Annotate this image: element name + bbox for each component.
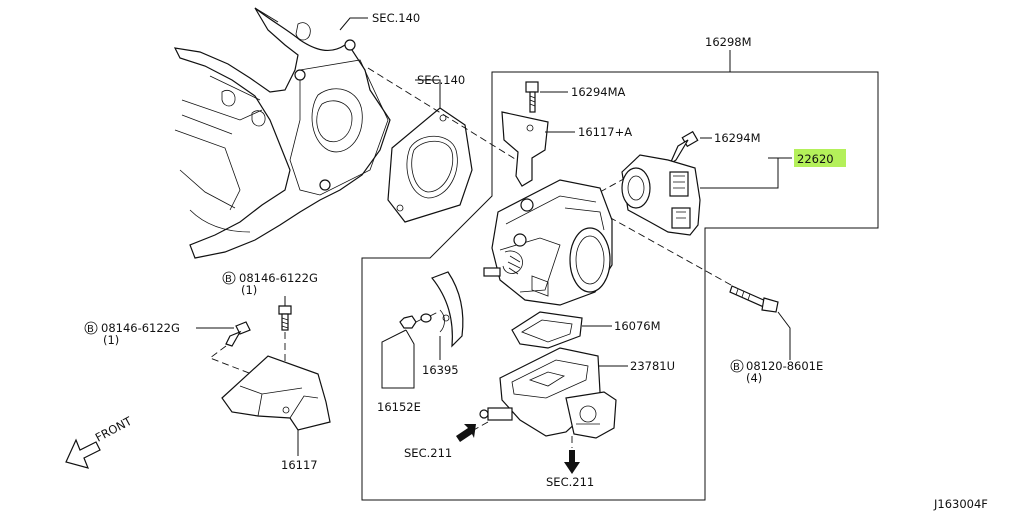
label-16395: 16395 xyxy=(422,363,459,377)
label-08146-qty-b: (1) xyxy=(103,333,119,347)
bolt-symbol-08146-a: B xyxy=(225,274,232,285)
label-08120-8601E: 08120-8601E xyxy=(746,359,823,373)
label-diagram-code: J163004F xyxy=(933,497,988,511)
screw-16294MA xyxy=(525,81,539,113)
label-sec211-bottom: SEC.211 xyxy=(546,475,594,489)
label-23781U: 23781U xyxy=(630,359,675,373)
bolt-symbol-08120: B xyxy=(733,362,740,373)
bracket-16117A xyxy=(501,111,549,187)
manifold-gasket xyxy=(387,107,473,223)
label-16294M: 16294M xyxy=(714,131,761,145)
label-kit-16298M: 16298M xyxy=(705,35,752,49)
screw-16294M xyxy=(668,130,699,166)
label-08120-qty: (4) xyxy=(746,371,762,385)
highlight-22620 xyxy=(794,149,846,167)
bolt-08146-a xyxy=(278,305,292,331)
label-16152E: 16152E xyxy=(377,400,421,414)
label-08146-6122G-a: 08146-6122G xyxy=(239,271,318,285)
label-16117: 16117 xyxy=(281,458,318,472)
bolt-symbol-08146-b: B xyxy=(87,324,94,335)
label-front: FRONT xyxy=(93,413,135,444)
iac-valve-23781U xyxy=(479,347,617,439)
bolt-08146-b xyxy=(225,321,251,347)
arrow-sec211-bottom xyxy=(564,450,580,474)
label-16117A: 16117+A xyxy=(578,125,632,139)
label-16076M: 16076M xyxy=(614,319,661,333)
spring-16395 xyxy=(431,271,464,348)
throttle-body xyxy=(483,179,613,306)
label-sec140-top: SEC.140 xyxy=(372,11,420,25)
bolt-08120-8601E xyxy=(729,285,779,313)
nut-washer xyxy=(399,313,432,329)
arrow-sec211-left xyxy=(456,424,476,442)
bracket-16117 xyxy=(221,355,331,431)
label-sec211-left: SEC.211 xyxy=(404,446,452,460)
intake-manifold xyxy=(173,7,391,259)
kit-outline xyxy=(361,71,879,501)
label-16294MA: 16294MA xyxy=(571,85,626,99)
throttle-position-sensor-22620 xyxy=(621,154,701,236)
label-08146-qty-a: (1) xyxy=(241,283,257,297)
label-sec140-gasket: SEC.140 xyxy=(417,73,465,87)
gasket-16076M xyxy=(511,311,583,349)
label-22620[interactable]: 22620 xyxy=(797,152,834,166)
front-arrow: FRONT xyxy=(65,413,135,469)
label-08146-6122G-b: 08146-6122G xyxy=(101,321,180,335)
